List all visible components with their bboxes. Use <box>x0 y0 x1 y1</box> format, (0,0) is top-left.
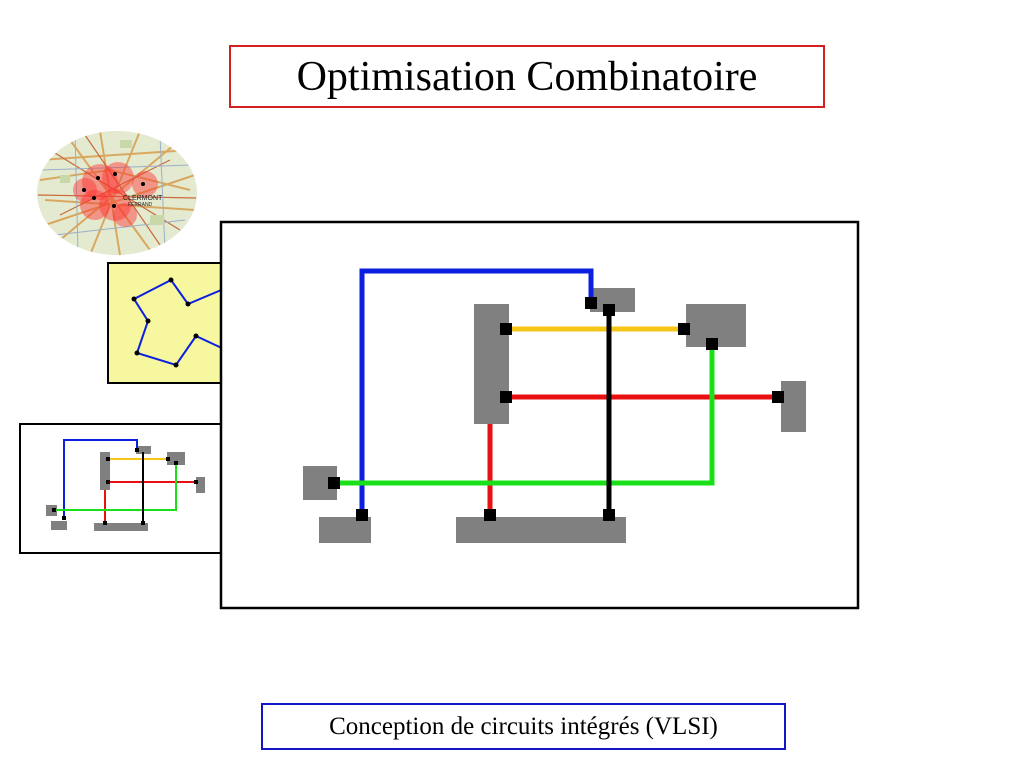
map-roads <box>37 131 197 255</box>
wire-green <box>334 344 715 486</box>
pins <box>328 297 784 521</box>
pin <box>500 323 512 335</box>
circuit-thumbnail-frame <box>19 423 227 554</box>
map-city-label-2: FERRAND <box>128 202 153 208</box>
tsp-thumbnail <box>107 262 227 384</box>
slide-title: Optimisation Combinatoire <box>296 53 758 100</box>
thumb-wires <box>53 439 196 523</box>
pin <box>356 509 368 521</box>
tsp-city-dots <box>131 277 199 368</box>
pin <box>678 323 690 335</box>
map-thumbnail: CLERMONT FERRAND <box>37 131 197 255</box>
component-vertical-tall <box>474 304 509 424</box>
pin <box>585 297 597 309</box>
pin <box>706 338 718 350</box>
circuit-main-frame <box>219 220 860 610</box>
pin <box>484 509 496 521</box>
component-bottom-wide <box>456 517 626 543</box>
component-right <box>781 381 806 432</box>
slide-caption-box: Conception de circuits intégrés (VLSI) <box>261 703 786 750</box>
component-bottom-left <box>319 517 371 543</box>
circuit-thumbnail <box>19 423 227 554</box>
map-coverage-circles <box>73 162 158 227</box>
pin <box>603 304 615 316</box>
pin <box>500 391 512 403</box>
wire-blue <box>359 268 594 515</box>
slide-caption: Conception de circuits intégrés (VLSI) <box>329 712 718 740</box>
thumb-components <box>46 446 205 531</box>
thumb-pins <box>52 448 198 525</box>
pin <box>328 477 340 489</box>
map-city-label: CLERMONT <box>123 195 163 202</box>
pin <box>603 509 615 521</box>
slide-title-box: Optimisation Combinatoire <box>229 45 825 108</box>
circuit-main <box>219 220 860 610</box>
pin <box>772 391 784 403</box>
map-facility-dots <box>82 172 145 208</box>
wires <box>334 268 778 515</box>
